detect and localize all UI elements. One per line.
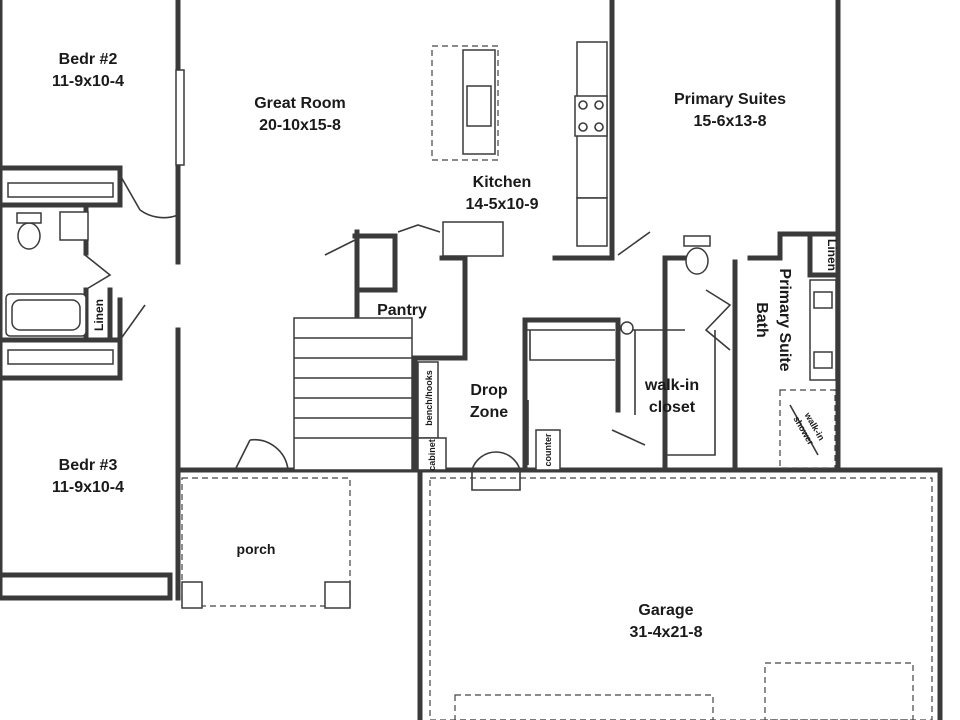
primary-bath-line2: Bath <box>753 302 770 338</box>
pantry-top-wall <box>352 229 398 293</box>
primary-bottom-wall <box>662 255 783 473</box>
door-pantry[interactable] <box>324 239 356 256</box>
primary-bath-line1: Primary Suite <box>776 268 793 371</box>
porch-name: porch <box>237 541 276 557</box>
toilet-icon <box>17 222 41 250</box>
porch-post <box>181 581 203 609</box>
drop-zone-line1: Drop <box>470 382 508 399</box>
kitchen-dims: 14-5x10-9 <box>466 196 539 213</box>
door-sliding <box>523 400 529 465</box>
burner-icon <box>594 122 604 132</box>
window-left <box>175 69 185 166</box>
toilet-icon <box>685 247 709 275</box>
linen-right-label: Linen <box>825 239 839 271</box>
cabinet-label: cabinet <box>427 439 437 471</box>
kitchen-name: Kitchen <box>473 174 532 191</box>
room-labels: Bedr #2 11-9x10-4 Great Room 20-10x15-8 … <box>52 51 793 641</box>
bedr3-top-wall <box>0 337 123 381</box>
door-primary[interactable] <box>617 231 651 256</box>
porch-post <box>324 581 351 609</box>
stair-treads <box>294 337 412 439</box>
great-room-name: Great Room <box>254 95 346 112</box>
door-swing <box>249 438 289 471</box>
pantry-name: Pantry <box>377 302 427 319</box>
sink-icon <box>813 291 833 309</box>
burner-icon <box>578 100 588 110</box>
door-bedr2[interactable] <box>119 174 141 211</box>
kitchen-right-wall <box>552 0 615 261</box>
shower-door[interactable] <box>789 404 819 456</box>
bath-top-wall <box>0 172 123 208</box>
door-bedr3[interactable] <box>119 304 146 341</box>
doors <box>84 174 819 491</box>
primary-name: Primary Suites <box>674 91 786 108</box>
closet-rods <box>630 329 716 456</box>
pantry-cabinet <box>576 197 608 247</box>
door-closet[interactable] <box>611 429 646 446</box>
bedr3-name: Bedr #3 <box>59 457 118 474</box>
burner-icon <box>578 122 588 132</box>
linen-closet-right <box>807 231 841 278</box>
closet-top-wall <box>522 317 621 473</box>
island-outline <box>431 45 499 161</box>
garage-outline <box>429 477 933 720</box>
toilet-tank <box>16 212 42 224</box>
bedr2-dims: 11-9x10-4 <box>52 73 124 90</box>
fixtures <box>5 41 933 720</box>
door-swing <box>139 209 179 219</box>
garage-top-wall <box>175 467 943 720</box>
bench-label: bench/hooks <box>424 370 434 426</box>
door-double[interactable] <box>397 224 441 233</box>
primary-dims: 15-6x13-8 <box>694 113 767 130</box>
door-garage[interactable] <box>471 451 521 491</box>
tub-basin <box>11 299 81 331</box>
cabinet <box>417 437 447 471</box>
sink-icon <box>813 351 833 369</box>
bedr2-name: Bedr #2 <box>59 51 118 68</box>
island-sink-icon <box>466 85 492 127</box>
porch-outline <box>181 477 351 607</box>
garage-door-left <box>454 694 714 720</box>
burner-icon <box>594 100 604 110</box>
sink-icon <box>59 211 89 241</box>
garage-door-right <box>764 662 914 720</box>
great-room-dims: 20-10x15-8 <box>259 117 341 134</box>
closet-shelf <box>525 329 615 361</box>
drop-zone-line2: Zone <box>470 404 508 421</box>
counter-label: counter <box>543 433 553 467</box>
toilet-tank <box>683 235 711 247</box>
garage-dims: 31-4x21-8 <box>630 624 703 641</box>
bedr3-dims: 11-9x10-4 <box>52 479 124 496</box>
closet-line1: walk-in <box>644 377 699 394</box>
door-front[interactable] <box>234 439 251 471</box>
door-bath-primary[interactable] <box>704 289 732 351</box>
water-heater-icon <box>620 321 634 335</box>
closet-line2: closet <box>649 399 696 416</box>
counter <box>535 429 561 471</box>
walk-in-shower <box>779 389 836 469</box>
bar-counter <box>442 221 504 257</box>
closet-shelf <box>7 349 114 365</box>
garage-name: Garage <box>638 602 693 619</box>
door-bath[interactable] <box>84 254 112 291</box>
bedr3-bottom-wall <box>0 572 173 601</box>
stairs <box>293 317 413 471</box>
vanity-top <box>7 182 114 198</box>
linen-left-label: Linen <box>92 299 106 331</box>
